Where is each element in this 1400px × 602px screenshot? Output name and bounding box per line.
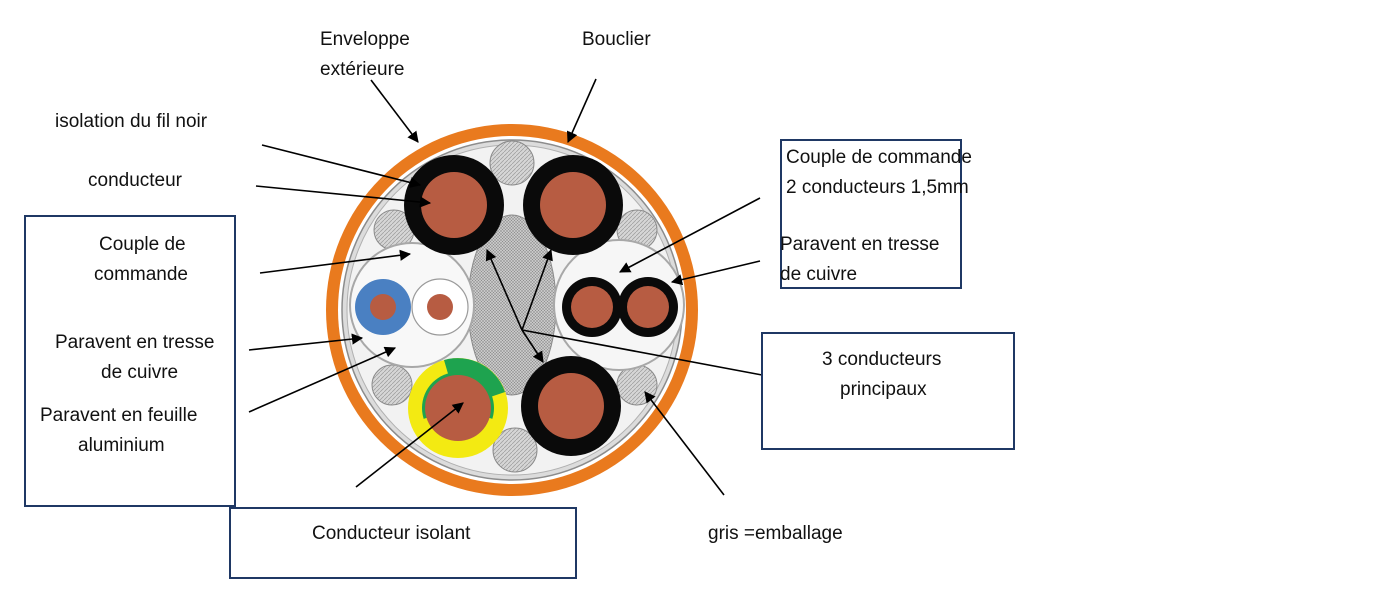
label-gris-emballage: gris =emballage xyxy=(708,523,843,544)
arrow-couple-right xyxy=(619,197,761,273)
leader-lines xyxy=(248,78,763,496)
label-enveloppe-l1: Enveloppe xyxy=(320,29,410,50)
arrow-isolation xyxy=(261,144,422,188)
box-conducteur-isolant xyxy=(229,507,577,579)
arrow-couple-left xyxy=(259,249,412,274)
right-pair-a-conductor xyxy=(571,286,613,328)
arrow-gris-emballage xyxy=(644,391,725,496)
white-conductor xyxy=(427,294,453,320)
label-conducteur-isolant: Conducteur isolant xyxy=(312,523,471,544)
label-trois-conducteurs-l2: principaux xyxy=(840,379,927,400)
label-couple-right-l2: 2 conducteurs 1,5mm xyxy=(786,177,969,198)
box-left-labels xyxy=(24,215,236,507)
label-isolation-fil-noir: isolation du fil noir xyxy=(55,111,208,132)
filler-bottom xyxy=(492,427,538,473)
arrow-bouclier xyxy=(566,78,597,144)
label-conducteur: conducteur xyxy=(88,170,183,191)
arrow-conducteur xyxy=(255,185,432,208)
main-conductor-3 xyxy=(538,373,604,439)
label-paravent-tresse-l2: de cuivre xyxy=(101,362,179,383)
box-trois-conducteurs xyxy=(761,332,1015,450)
leader-trois-conducteurs xyxy=(521,329,763,376)
label-paravent-right-l1: Paravent en tresse xyxy=(780,234,940,255)
label-paravent-right-l2: de cuivre xyxy=(780,264,858,285)
label-couple-right-l1: Couple de commande xyxy=(786,147,972,168)
label-paravent-feuille-l1: Paravent en feuille xyxy=(40,405,198,426)
label-paravent-tresse-l1: Paravent en tresse xyxy=(55,332,215,353)
filler-left-bottom xyxy=(371,364,413,406)
box-couple-right xyxy=(780,139,962,289)
main-conductor-1 xyxy=(421,172,487,238)
arrow-main-2 xyxy=(521,248,553,331)
arrow-main-3 xyxy=(521,329,544,363)
blue-conductor xyxy=(370,294,396,320)
label-bouclier: Bouclier xyxy=(582,29,651,50)
label-enveloppe-l2: extérieure xyxy=(320,59,405,80)
arrow-main-1 xyxy=(485,248,523,331)
arrow-paravent-feuille xyxy=(248,346,397,413)
label-trois-conducteurs-l1: 3 conducteurs xyxy=(822,349,942,370)
label-couple-l1: Couple de xyxy=(99,234,186,255)
arrow-paravent-tresse-left xyxy=(248,333,364,351)
arrow-paravent-right xyxy=(670,260,761,286)
arrow-conducteur-isolant xyxy=(355,402,464,488)
right-pair-b-conductor xyxy=(627,286,669,328)
arrow-enveloppe xyxy=(370,79,419,143)
label-paravent-feuille-l2: aluminium xyxy=(78,435,165,456)
main-conductor-2 xyxy=(540,172,606,238)
filler-top xyxy=(489,140,535,186)
earth-conductor xyxy=(425,375,491,441)
label-couple-l2: commande xyxy=(94,264,188,285)
